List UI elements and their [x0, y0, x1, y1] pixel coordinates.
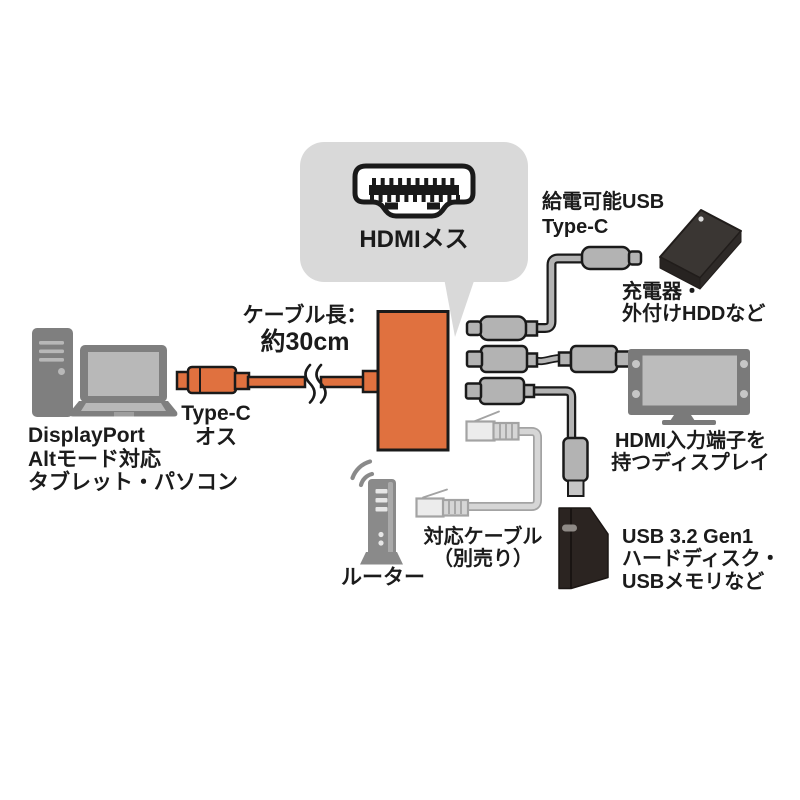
pd-port-label: 給電可能USB Type-C	[542, 190, 664, 240]
lan-cable	[415, 410, 542, 518]
cable-30cm	[246, 363, 381, 404]
pd-port-line2: Type-C	[542, 216, 609, 238]
hdmi-female-port-icon	[352, 163, 476, 219]
pd-device-line2: 外付けHDDなど	[622, 303, 766, 326]
display-line1: HDMI入力端子を	[614, 430, 767, 452]
usb-cable	[464, 376, 589, 497]
usb-device-line3: USBメモリなど	[622, 570, 765, 593]
laptop-icon	[69, 345, 178, 417]
lan-cable-line1: 対応ケーブル	[423, 526, 543, 548]
cable-break-mark	[304, 363, 316, 404]
router-label: ルーター	[341, 566, 425, 589]
cable-length-label: ケーブル長： 約30cm	[230, 304, 380, 356]
plug-line2: オス	[195, 425, 237, 449]
source-device-label: DisplayPort Altモード対応 タブレット・パソコン	[28, 424, 238, 495]
pd-device-label: 充電器・ 外付けHDDなど	[622, 281, 765, 326]
cable-length-line2: 約30cm	[260, 327, 350, 356]
hdmi-callout	[300, 142, 528, 337]
display-icon	[628, 349, 750, 425]
usb-plug-body	[562, 436, 589, 483]
source-line3: タブレット・パソコン	[28, 471, 238, 495]
lan-cable-line2: （別売り）	[433, 548, 533, 571]
pd-port-line1: 給電可能USB	[542, 191, 665, 213]
wifi-signal-icon	[350, 459, 375, 488]
plug-label: Type-C オス	[172, 402, 260, 449]
desktop-pc-icon	[32, 328, 73, 417]
usb-device-label: USB 3.2 Gen1 ハードディスク・ USBメモリなど	[622, 526, 780, 593]
cable-length-line1: ケーブル長：	[242, 304, 368, 327]
router-icon	[350, 459, 403, 565]
display-label: HDMI入力端子を 持つディスプレイ	[608, 430, 773, 475]
hdmi-cable	[465, 344, 633, 374]
lan-plug-bottom	[415, 488, 470, 518]
usb-plug-tip	[567, 479, 585, 497]
display-line2: 持つディスプレイ	[611, 452, 770, 475]
pd-device-line1: 充電器・	[622, 281, 702, 303]
adapter-body	[376, 310, 450, 452]
callout-label: HDMIメス	[359, 226, 469, 253]
usb-device-line2: ハードディスク・	[622, 548, 781, 571]
source-line1: DisplayPort	[28, 424, 145, 447]
usb-device-line1: USB 3.2 Gen1	[622, 526, 754, 548]
type-c-plug	[175, 365, 251, 395]
charger-hdd-icon	[659, 209, 742, 290]
plug-line1: Type-C	[181, 402, 251, 425]
hard-disk-icon	[558, 507, 609, 590]
lan-plug-top	[465, 410, 520, 442]
source-line2: Altモード対応	[28, 447, 161, 471]
callout-tail	[444, 278, 475, 337]
lan-cable-label: 対応ケーブル （別売り）	[412, 526, 554, 571]
usb-c-pd-cable	[465, 245, 643, 342]
